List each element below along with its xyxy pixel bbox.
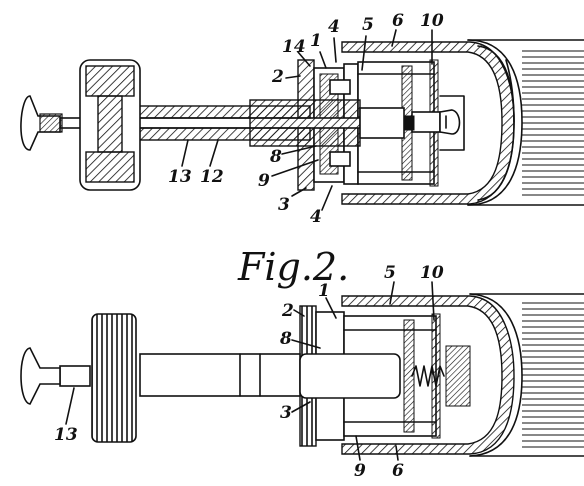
label-8: 8 (269, 147, 282, 167)
label-9: 9 (354, 461, 366, 481)
label-12: 12 (200, 167, 224, 187)
fig2-wheel (91, 313, 137, 443)
label-9: 9 (258, 171, 270, 191)
figure-caption: Fig.2. (237, 245, 349, 289)
label-13: 13 (54, 425, 78, 445)
fig2-barrel (469, 293, 584, 457)
label-5: 5 (384, 263, 396, 283)
label-4-bottom: 4 (310, 207, 322, 227)
fig2-labels: 5 10 1 2 8 3 13 9 6 (54, 263, 444, 481)
fig1-knob (20, 95, 63, 151)
fig2-elevation-view: 5 10 1 2 8 3 13 9 6 (20, 263, 584, 481)
label-4-top: 4 (328, 17, 340, 37)
label-2: 2 (281, 301, 294, 321)
label-3: 3 (280, 403, 292, 423)
fig1-leader-lines (181, 29, 433, 211)
label-10: 10 (420, 11, 444, 31)
label-6: 6 (392, 461, 404, 481)
fig1-labels: 14 1 4 5 6 10 2 13 12 8 9 3 4 (168, 11, 444, 227)
label-1: 1 (318, 281, 330, 301)
label-1: 1 (310, 31, 322, 51)
fig2-leader-lines (65, 281, 435, 461)
fig1-pulley (79, 59, 141, 191)
fig1-barrel (467, 39, 584, 206)
fig2-casing (341, 295, 515, 455)
fig1-casing (341, 41, 515, 205)
label-3: 3 (278, 195, 290, 215)
fig1-shaft (59, 99, 415, 147)
label-2: 2 (271, 67, 284, 87)
fig1-bulb (411, 109, 461, 135)
label-13: 13 (168, 167, 192, 187)
fig2-shaft (59, 353, 401, 399)
label-8: 8 (279, 329, 292, 349)
fig1-sectional-view: 14 1 4 5 6 10 2 13 12 8 9 3 4 (20, 11, 584, 227)
fig2-knob (20, 347, 61, 405)
label-5: 5 (362, 15, 374, 35)
label-10: 10 (420, 263, 444, 283)
label-14: 14 (282, 37, 306, 57)
label-6: 6 (392, 11, 404, 31)
